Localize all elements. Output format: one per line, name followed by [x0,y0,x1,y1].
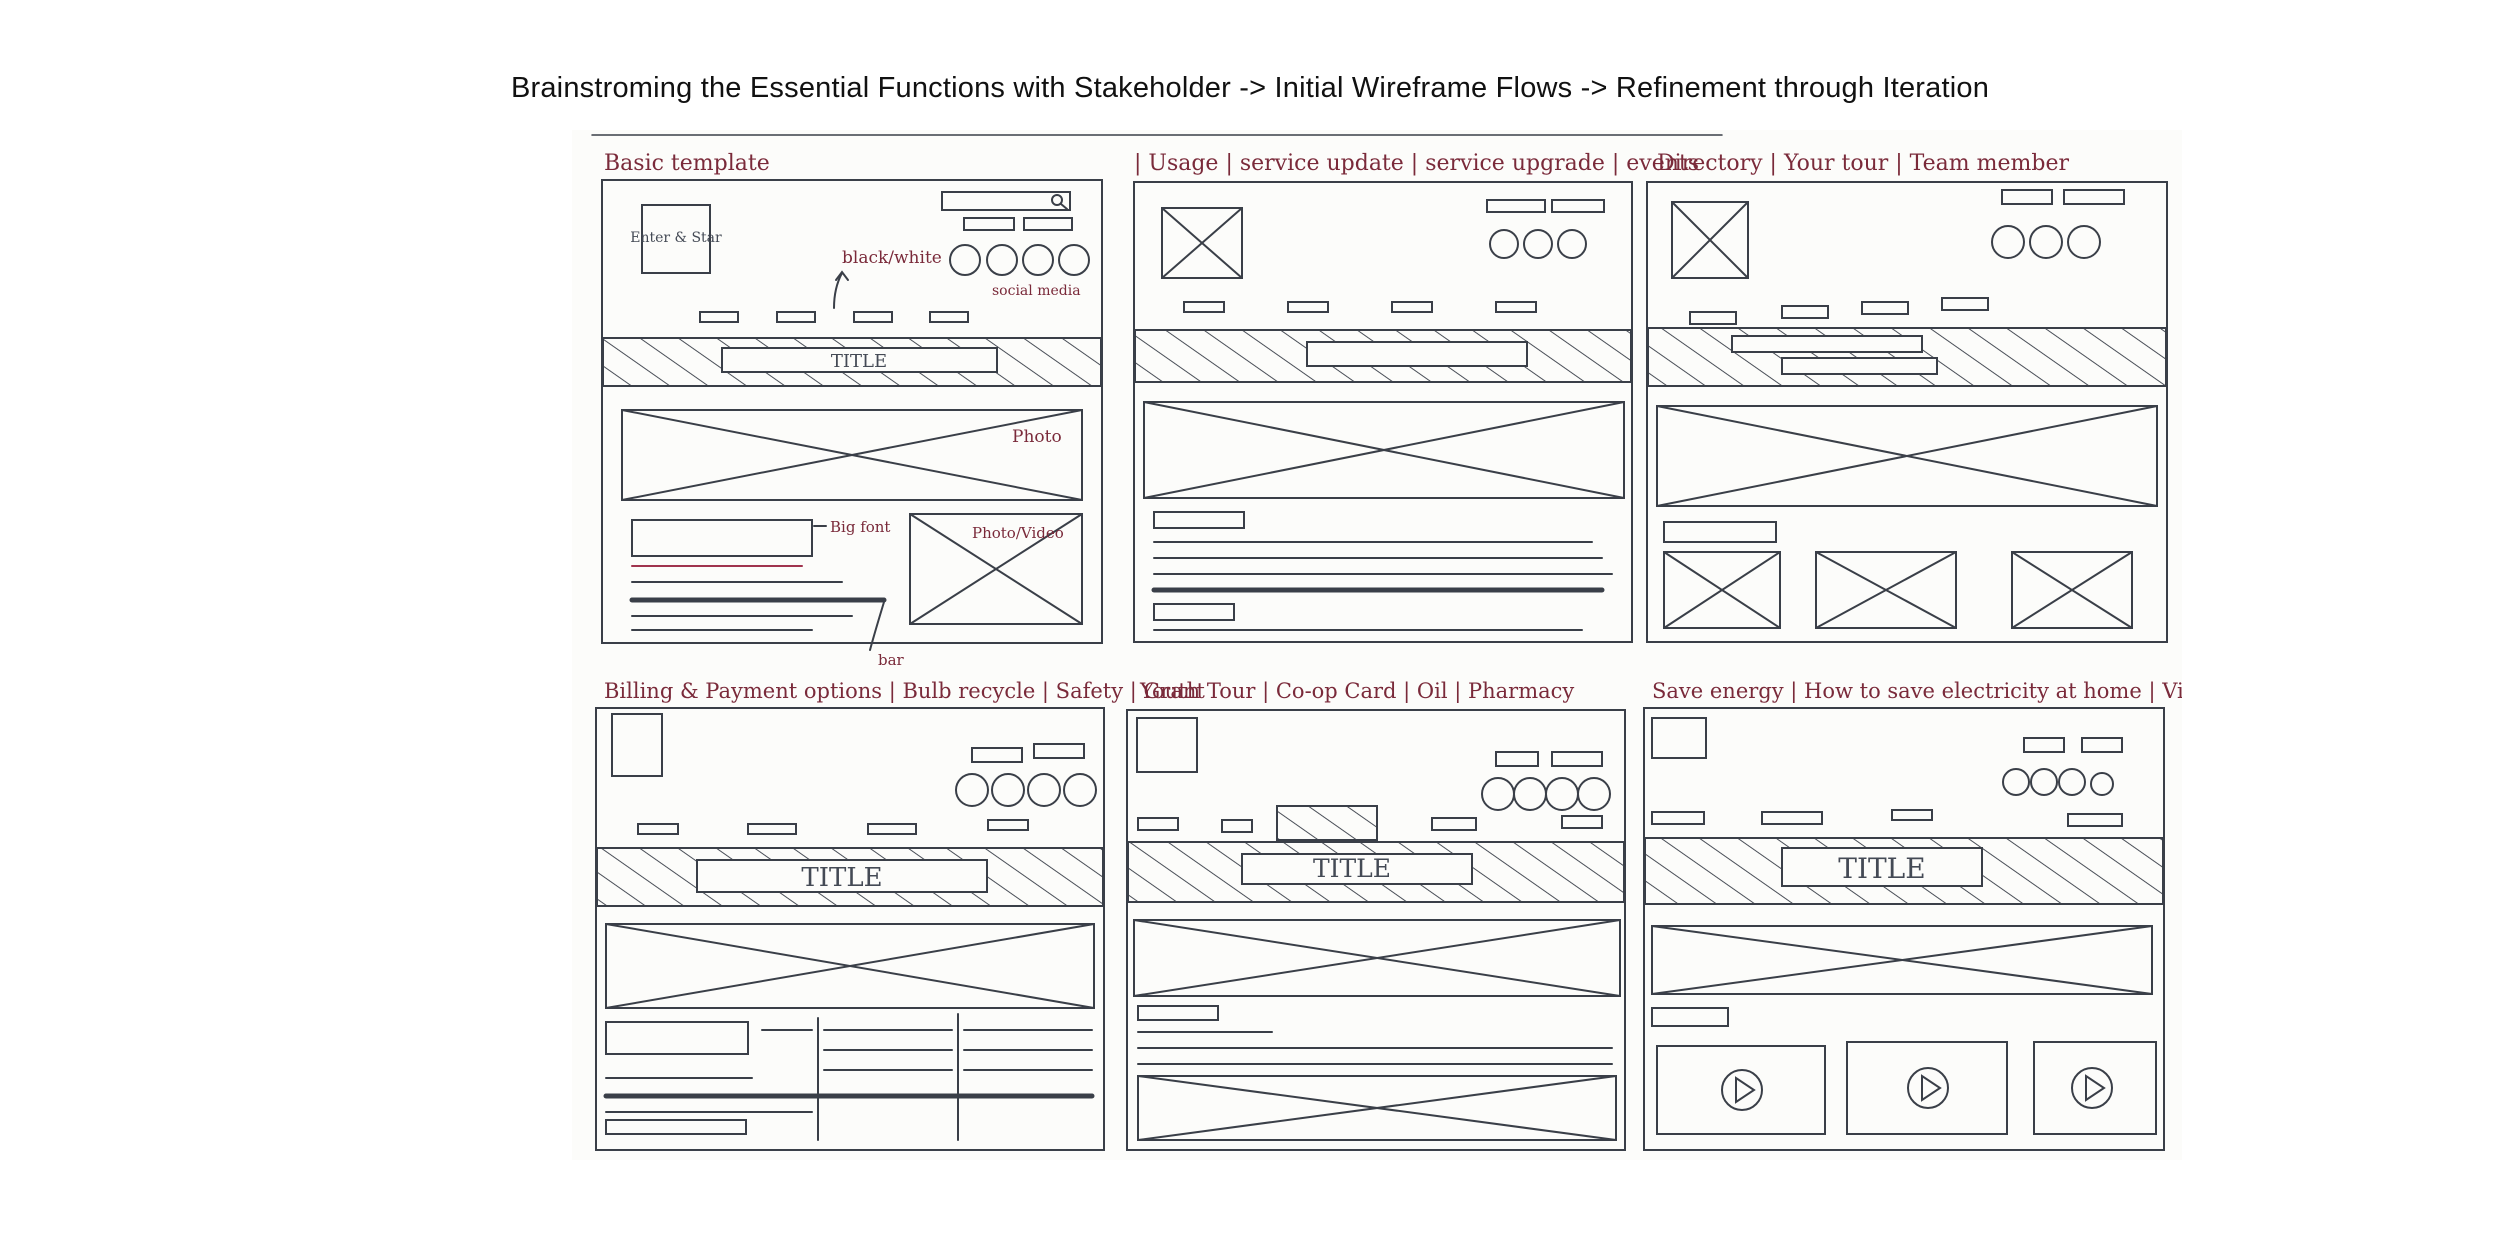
social-media-icons [955,773,1097,807]
title-box [721,347,998,373]
content-columns [603,1013,1095,1141]
search-icon [1051,194,1068,210]
nav-menu [1651,809,2123,827]
video-cards [1656,1041,2157,1135]
title-box [1781,847,1983,887]
logo-text: Enter & Star [630,230,722,246]
logo-placeholder [611,713,663,777]
nav-menu [699,311,969,323]
title-text: TITLE [831,351,887,372]
panel-billing-payment: Billing & Payment options | Bulb recycle… [595,679,1205,1151]
panel-label: Billing & Payment options | Bulb recycle… [604,679,1205,704]
social-media-icons [1481,777,1611,811]
panel-directory: Directory | Your tour | Team member [1646,151,2168,643]
secondary-banner [1276,805,1378,841]
logo-placeholder [1161,207,1243,279]
panel-save-energy: Save energy | How to save electricity at… [1643,679,2182,1151]
panel-basic-template: Basic template Enter & Star black/white … [601,151,1103,669]
play-icon [2071,1067,2113,1109]
panel-label: Basic template [604,151,770,176]
panel-usage-services: | Usage | service update | service upgra… [1133,151,1699,643]
title-text: TITLE [801,863,882,893]
title-box [1306,341,1528,367]
social-media-icons [949,244,1090,276]
title-box [696,859,988,893]
title-box [1781,357,1938,375]
note-photo: Photo [1012,427,1062,447]
social-media-icons [2002,768,2114,796]
team-member-cards [1663,551,2133,629]
note-social-media: social media [992,283,1081,299]
note-black-white: black/white [842,248,942,268]
title-box [1241,853,1473,885]
panel-youth-tour: Youth Tour | Co-op Card | Oil | Pharmacy… [1126,679,1626,1151]
social-media-icons [1991,225,2101,259]
photo-placeholder [1143,401,1625,499]
photo-placeholder [621,409,1083,501]
photo-placeholder [605,923,1095,1009]
photo-placeholder [1133,919,1621,997]
play-icon [1721,1069,1763,1111]
panel-label: Youth Tour | Co-op Card | Oil | Pharmacy [1139,679,1574,704]
nav-menu [637,819,1029,835]
photo-placeholder [1651,925,2153,995]
big-font-box [631,519,813,557]
nav-menu [1137,815,1603,833]
note-bar: bar [878,651,905,669]
search-box [941,191,1071,211]
title-text: TITLE [1838,852,1925,885]
nav-menu [1689,297,1989,325]
photo-video-placeholder [909,513,1083,625]
title-text: TITLE [1313,854,1391,883]
play-icon [1907,1067,1949,1109]
social-media-icons [1489,229,1587,259]
logo-placeholder [1651,717,1707,759]
logo-placeholder [1136,717,1198,773]
diagram-heading: Brainstroming the Essential Functions wi… [510,72,1990,104]
nav-menu [1183,301,1537,313]
wireframe-sheet: Basic template Enter & Star black/white … [572,130,2182,1160]
note-photo-video: Photo/Video [972,524,1064,542]
panel-label: Save energy | How to save electricity at… [1652,679,2182,704]
panel-label: Directory | Your tour | Team member [1657,151,2069,176]
logo-placeholder [1671,201,1749,279]
panel-label: | Usage | service update | service upgra… [1134,151,1699,176]
note-big-font: Big font [830,518,890,536]
bottom-photo-placeholder [1137,1075,1617,1141]
photo-placeholder [1656,405,2158,507]
logo-box [641,204,711,274]
